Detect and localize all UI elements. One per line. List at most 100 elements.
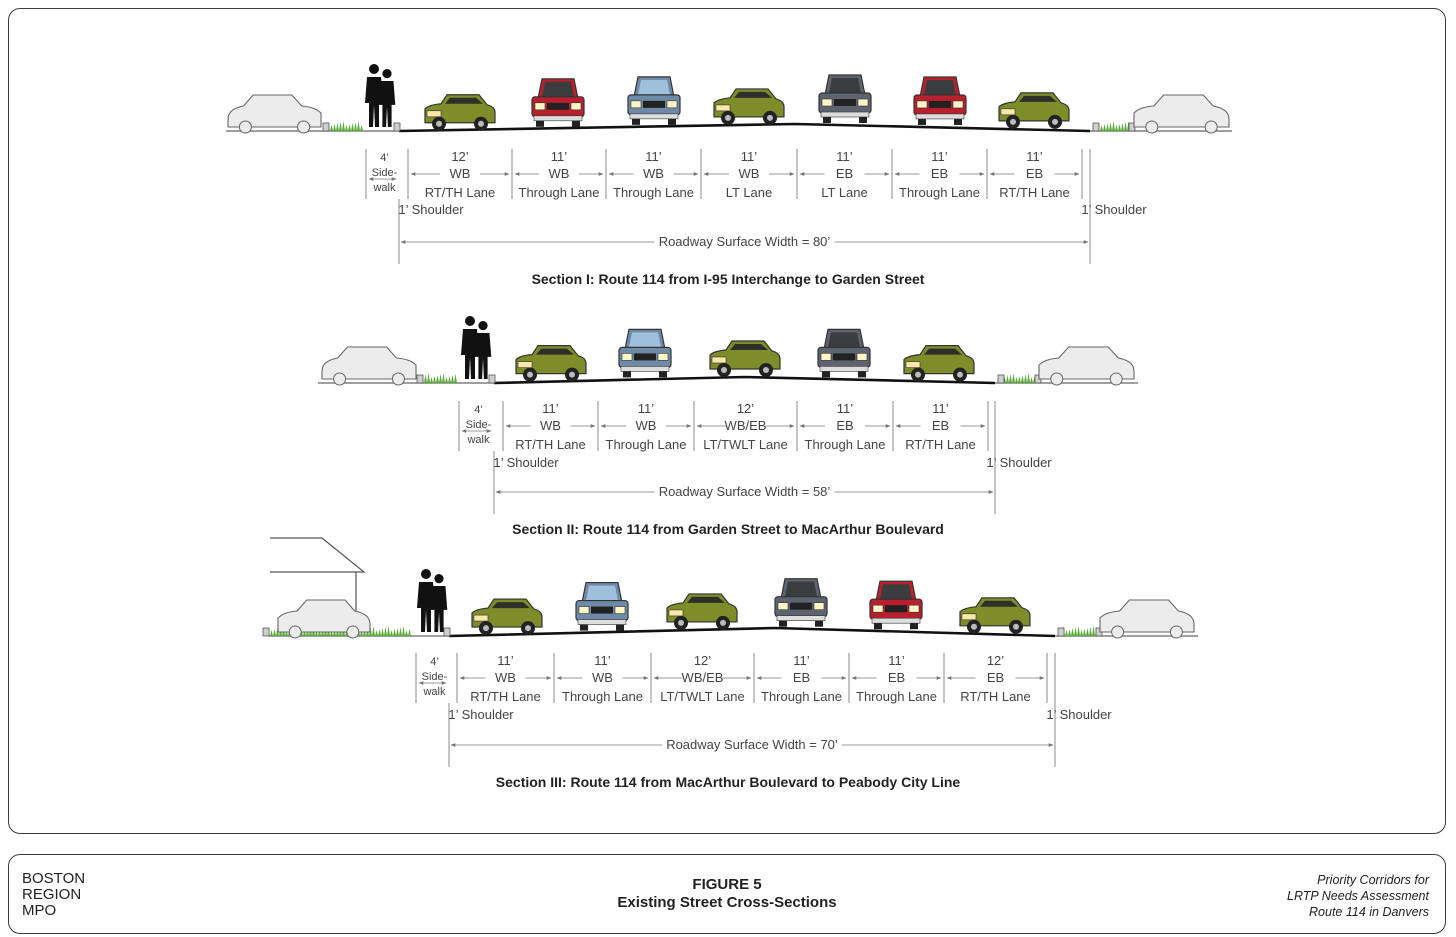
car-windshield: [629, 332, 661, 348]
wheel: [815, 620, 823, 627]
sidewalk-label: walk: [372, 182, 396, 194]
car-window: [734, 91, 772, 98]
org-line: BOSTON: [22, 870, 86, 887]
pedestrian-head: [478, 321, 488, 331]
grass-strip: [424, 373, 457, 383]
sidewalk-width-label: 4’: [380, 152, 389, 164]
curb: [1092, 122, 1100, 132]
headlight: [473, 614, 489, 622]
lane-name-label: Through Lane: [899, 185, 980, 200]
pedestrian-body: [430, 586, 448, 632]
lane-direction-label: EB: [793, 670, 810, 685]
parked-car-wheel: [1145, 120, 1159, 134]
sidewalk-label: Side-: [422, 671, 448, 683]
lane-name-label: Through Lane: [606, 437, 687, 452]
section-title: Section I: Route 114 from I-95 Interchan…: [532, 271, 925, 287]
parked-car-wheel: [1050, 372, 1064, 386]
headlight: [570, 102, 582, 111]
car-window: [536, 348, 574, 355]
headlight: [872, 604, 884, 613]
headlight: [666, 100, 678, 109]
lane-name-label: LT Lane: [821, 185, 868, 200]
car-bumper: [620, 366, 670, 372]
wheel: [659, 371, 667, 378]
headlight: [630, 100, 642, 109]
wheel-hub: [478, 120, 484, 127]
car-windshield: [828, 332, 860, 348]
wheel-hub: [767, 114, 773, 121]
headlight: [916, 100, 928, 109]
pedestrian-head: [382, 69, 392, 79]
lane-width-label: 12’: [694, 653, 711, 668]
lane-name-label: Through Lane: [805, 437, 886, 452]
sidewalk-label: Side-: [466, 419, 492, 431]
parked-car-wheel: [1204, 120, 1218, 134]
pedestrian-body: [365, 77, 383, 127]
car-window: [980, 600, 1018, 607]
lane-width-label: 11’: [837, 401, 853, 416]
car-window: [924, 348, 962, 355]
wheel: [580, 624, 588, 631]
wheel: [668, 118, 676, 125]
headlight: [715, 104, 731, 112]
roadway-width-label: Roadway Surface Width = 80’: [659, 234, 831, 249]
lane-width-label: 11’: [741, 149, 757, 164]
sidewalk-width-label: 4’: [430, 656, 439, 668]
wheel-hub: [725, 114, 731, 121]
grass-strip: [1003, 373, 1036, 383]
curb: [443, 627, 451, 637]
headlight: [821, 98, 833, 107]
lane-width-label: 11’: [497, 653, 513, 668]
pedestrian-head: [465, 316, 475, 326]
lane-direction-label: EB: [931, 166, 948, 181]
car-bumper: [871, 617, 921, 624]
headlight: [905, 361, 921, 368]
headlight: [820, 353, 832, 361]
lane-width-label: 11’: [594, 653, 610, 668]
wheel-hub: [483, 625, 489, 632]
parked-car-wheel: [1109, 372, 1123, 386]
wheel-hub: [721, 367, 727, 373]
left-shoulder-label: 1’ Shoulder: [493, 455, 559, 470]
headlight: [534, 102, 546, 111]
curb: [416, 374, 424, 384]
parked-car-wheel: [1111, 625, 1125, 639]
lane-name-label: RT/TH Lane: [960, 689, 1031, 704]
lane-width-label: 11’: [551, 149, 567, 164]
wheel: [918, 118, 926, 125]
wheel: [779, 620, 787, 627]
headlight: [578, 606, 590, 614]
section-title: Section III: Route 114 from MacArthur Bo…: [496, 774, 961, 790]
lane-name-label: Through Lane: [562, 689, 643, 704]
car-grille: [634, 353, 656, 361]
car-window: [492, 602, 530, 609]
lane-width-label: 12’: [737, 401, 754, 416]
curb: [262, 627, 270, 637]
car-windshield: [829, 78, 861, 94]
wheel: [616, 624, 624, 631]
lane-direction-label: EB: [836, 418, 853, 433]
car-window: [730, 344, 768, 350]
curb: [322, 122, 330, 132]
car-bumper: [819, 366, 869, 372]
figure-caption: FIGURE 5 Existing Street Cross-Sections: [9, 876, 1445, 912]
project-name: Priority Corridors for LRTP Needs Assess…: [1287, 872, 1429, 920]
lane-direction-label: WB/EB: [682, 670, 724, 685]
lane-name-label: RT/TH Lane: [470, 689, 541, 704]
lane-width-label: 11’: [888, 653, 904, 668]
car-grille: [643, 100, 665, 108]
curb: [997, 374, 1005, 384]
sidewalk-label: Side-: [372, 167, 398, 179]
parked-car-outline: [1099, 599, 1195, 633]
wheel-hub: [1010, 118, 1016, 125]
headlight: [426, 110, 442, 118]
headlight: [952, 100, 964, 109]
lane-direction-label: WB: [643, 166, 664, 181]
wheel-hub: [678, 619, 684, 626]
headlight: [908, 604, 920, 613]
lane-width-label: 11’: [932, 401, 948, 416]
figure-number: FIGURE 5: [692, 876, 762, 893]
